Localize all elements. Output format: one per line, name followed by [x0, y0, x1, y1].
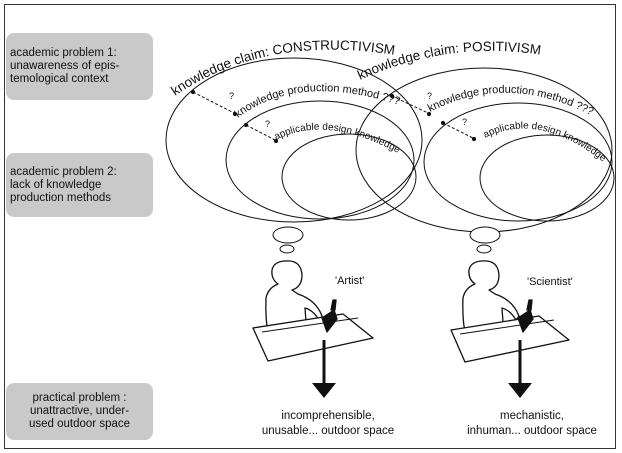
academic-problem-2-line3: production methods	[10, 191, 112, 204]
practical-problem-box: practical problem : unattractive, under-…	[6, 383, 153, 440]
positivism-question-mark-1: ?	[427, 91, 432, 101]
positivism-design-label: applicable design knowledge	[482, 121, 609, 165]
practical-problem-line3: used outdoor space	[28, 418, 131, 430]
academic-problem-1-line3: temological context	[10, 73, 109, 85]
academic-problem-2-title: academic problem 2:	[10, 165, 117, 178]
scientist-figure	[450, 260, 570, 363]
positivism-outcome: mechanistic, inhuman... outdoor space	[462, 409, 602, 439]
positivism-down-arrow	[508, 340, 532, 398]
artist-figure	[252, 260, 374, 362]
positivism-connectors	[389, 93, 477, 142]
positivism-inner-ellipse	[479, 134, 615, 222]
artist-drawing-table	[252, 313, 374, 362]
artist-label: 'Artist'	[335, 275, 365, 287]
constructivism-ellipses	[165, 57, 423, 223]
constructivism-design-label: applicable design knowledge	[273, 122, 403, 156]
positivism-middle-ellipse	[423, 102, 613, 222]
positivism-outcome-line2: inhuman... outdoor space	[467, 425, 597, 437]
constructivism-question-mark-1: ?	[229, 91, 234, 101]
academic-problem-1-title: academic problem 1:	[10, 47, 117, 59]
constructivism-question-mark-2: ?	[265, 119, 270, 129]
academic-problem-2-line2: lack of knowledge	[10, 178, 102, 191]
scientist-drawing-table	[450, 315, 570, 363]
practical-problem-line2: unattractive, under-	[29, 405, 130, 417]
constructivism-thought-bubble	[272, 226, 304, 254]
constructivism-inner-ellipse	[281, 133, 417, 221]
academic-problem-1-box: academic problem 1: unawareness of epis-…	[6, 33, 153, 100]
academic-problem-2-box: academic problem 2: lack of knowledge pr…	[6, 153, 153, 217]
positivism-question-mark-2: ?	[462, 117, 467, 127]
constructivism-outer-ellipse	[165, 57, 423, 223]
practical-problem-title: practical problem :	[32, 392, 127, 404]
academic-problem-1-line2: unawareness of epis-	[10, 60, 120, 72]
constructivism-outcome: incomprehensible, unusable... outdoor sp…	[258, 409, 398, 439]
constructivism-connectors	[190, 89, 279, 144]
constructivism-outcome-line1: incomprehensible,	[281, 410, 375, 422]
constructivism-down-arrow	[312, 340, 336, 398]
scientist-label: 'Scientist'	[527, 276, 573, 288]
constructivism-middle-ellipse	[225, 100, 415, 220]
positivism-thought-bubble	[469, 226, 501, 254]
positivism-outcome-line1: mechanistic,	[500, 410, 564, 422]
constructivism-outcome-line2: unusable... outdoor space	[261, 425, 395, 437]
